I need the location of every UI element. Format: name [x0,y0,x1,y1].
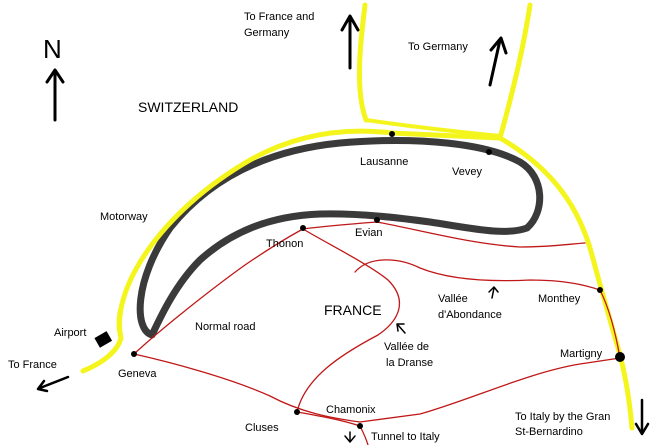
road-thonon-dranse-cluses [296,228,400,413]
direction-france-germany-1: To France and [244,11,314,23]
region-label-france: FRANCE [324,302,382,318]
normal-road-network [133,221,621,445]
monthey-marker [597,287,603,293]
evian-marker [374,217,380,223]
road-thonon-evian [302,221,378,230]
direction-arrows [36,14,650,443]
label-normal-road: Normal road [195,321,256,333]
place-label-chamonix: Chamonix [326,404,376,416]
place-label-cluses: Cluses [245,422,279,434]
lausanne-marker [389,131,395,137]
arrow-up-france-germany-icon [340,14,360,70]
road-evian-monthey [376,221,586,248]
road-abondance [354,259,601,291]
arrow-up-germany-icon [488,36,508,87]
cluses-marker [294,409,300,415]
motorway-lakeshore [80,128,503,374]
city-markers [131,131,625,429]
motorway-north-1 [356,2,369,123]
arrow-tunnel-icon [344,431,356,443]
arrow-abondance-icon [488,286,499,299]
place-label-thonon: Thonon [266,238,303,250]
place-label-martigny: Martigny [560,348,603,360]
direction-france: To France [8,359,57,371]
arrow-france-icon [36,375,70,393]
thonon-marker [300,225,306,231]
valley-label-dranse-2: la Dranse [386,357,433,369]
road-cluses-chamonix [296,411,361,427]
label-motorway: Motorway [100,211,148,223]
place-label-geneva: Geneva [118,368,157,380]
direction-italy-2: St-Bernardino [515,426,583,438]
valley-label-abondance-2: d'Abondance [438,309,502,321]
road-geneva-martigny [133,353,621,423]
place-label-evian: Evian [355,227,383,239]
road-monthey-martigny [599,289,621,359]
motorway-airport-spur [116,308,123,340]
direction-france-germany-2: Germany [244,27,290,39]
place-label-lausanne: Lausanne [360,156,408,168]
arrow-dranse-icon [396,323,406,334]
road-geneva-thonon [133,228,304,355]
motorway-connector [364,118,502,138]
north-arrow-icon [45,68,65,122]
vevey-marker [486,149,492,155]
road-chamonix-tunnel [359,425,369,445]
chamonix-marker [357,423,363,429]
valley-label-abondance-1: Vallée [438,293,468,305]
place-label-monthey: Monthey [538,293,581,305]
arrow-down-italy-icon [634,398,650,436]
direction-tunnel: Tunnel to Italy [371,431,440,443]
valley-label-dranse-1: Vallée de [384,341,429,353]
map-labels: N SWITZERLAND FRANCE Motorway Normal roa… [8,11,610,443]
region-label-switzerland: SWITZERLAND [138,99,238,115]
airport-icon [94,331,113,348]
place-label-airport: Airport [54,327,86,339]
place-label-vevey: Vevey [452,166,482,178]
motorway-north-2 [497,2,533,141]
direction-germany: To Germany [408,41,468,53]
geneva-marker [131,351,137,357]
direction-italy-1: To Italy by the Gran [515,411,610,423]
motorway-rhone-valley [497,135,635,431]
north-label: N [43,34,62,64]
motorway-network [80,2,635,431]
martigny-marker [615,352,625,362]
